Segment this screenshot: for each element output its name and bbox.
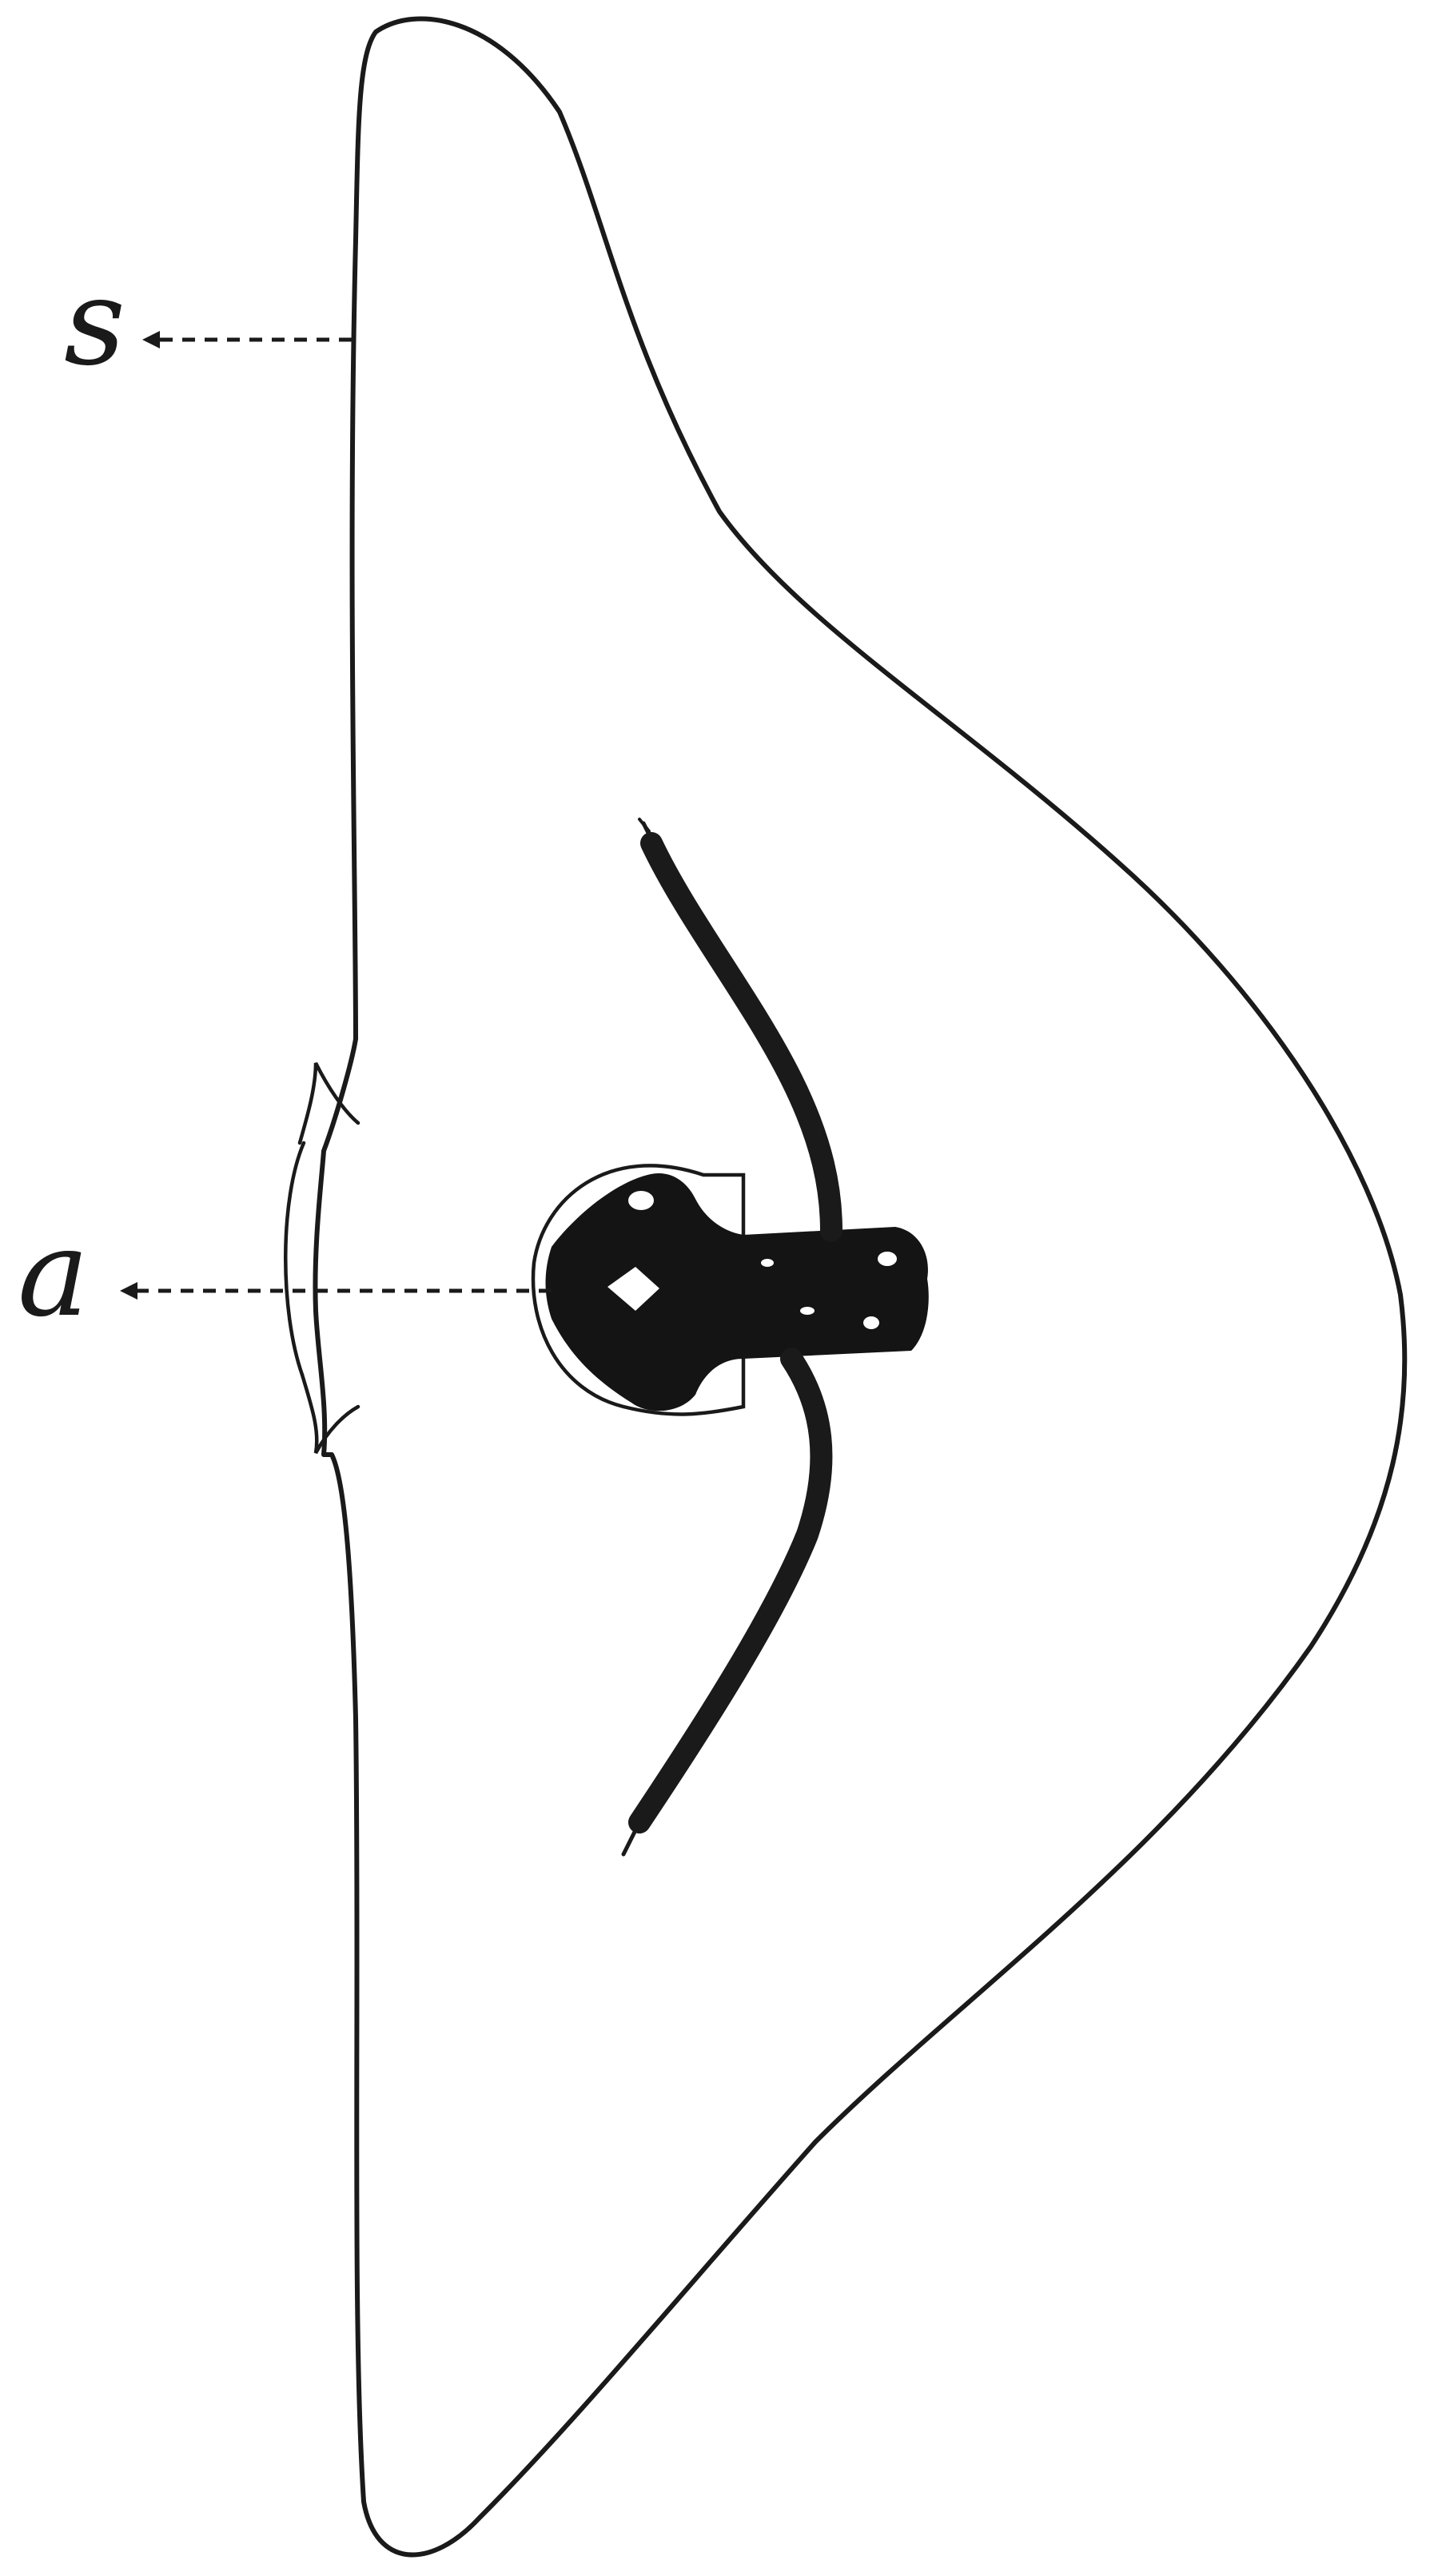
central-mass (546, 1173, 929, 1411)
mass-speck-3 (863, 1316, 879, 1329)
leader-a-arrowhead (120, 1282, 137, 1300)
label-s: s (64, 253, 125, 392)
upper-fibre-tract (639, 819, 831, 1231)
lower-fibre-tract (623, 1359, 821, 1854)
label-a: a (18, 1204, 89, 1344)
mass-speck-4 (761, 1259, 774, 1267)
notch-curve (285, 1143, 304, 1375)
mass-speck-2 (878, 1252, 897, 1266)
notch-lower (302, 1375, 358, 1453)
mass-speck-1 (628, 1191, 654, 1210)
mass-speck-5 (800, 1307, 815, 1315)
leader-s-arrowhead (142, 331, 160, 348)
